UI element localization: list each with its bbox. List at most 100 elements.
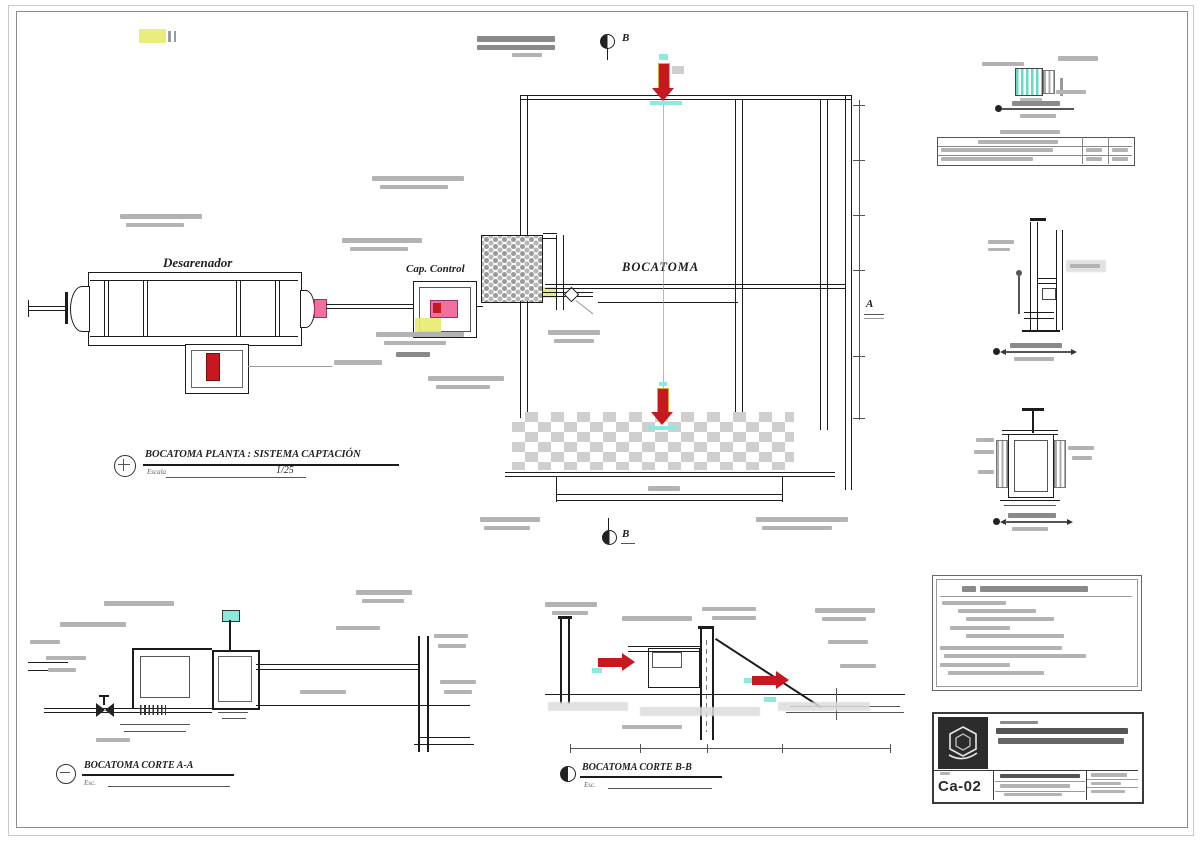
- section-title: BOCATOMA CORTE B-B: [582, 762, 692, 773]
- control-valve-body: [433, 303, 441, 313]
- dimension-tick: [570, 744, 571, 753]
- baffle-line: [236, 281, 237, 336]
- chamber-inner: [218, 656, 252, 702]
- baffle-line: [108, 281, 109, 336]
- table-cell-bar: [1112, 148, 1128, 152]
- annotation-bar: [978, 470, 994, 474]
- fitting-line: [1038, 283, 1057, 284]
- wall-line: [845, 95, 846, 490]
- flow-arrow-right-icon: [776, 671, 789, 689]
- annotation-bar: [384, 341, 446, 345]
- company-logo: [938, 717, 988, 769]
- dimension-tick: [640, 744, 641, 753]
- valve-stem: [103, 697, 105, 705]
- annotation-bar: [362, 599, 404, 603]
- annotation-bar: [1020, 114, 1056, 118]
- annotation-bar: [828, 640, 868, 644]
- titleblock-divider: [1086, 770, 1087, 800]
- desarenador-tank: [88, 272, 302, 346]
- water-level-mark: [764, 697, 776, 702]
- wall-line: [560, 618, 562, 704]
- structure-line: [28, 662, 68, 663]
- dimension-tick: [782, 744, 783, 753]
- annotation-bar: [438, 644, 466, 648]
- highlight-mark: [415, 318, 441, 333]
- annotation-bar: [30, 640, 60, 644]
- dimension-tick: [853, 418, 865, 419]
- detail-title-line: [1002, 108, 1074, 110]
- ground-shade: [778, 702, 870, 711]
- annotation-bar: [988, 240, 1014, 244]
- wall-cap: [558, 616, 572, 619]
- notes-title-bar: [962, 586, 976, 592]
- channel-line: [256, 664, 418, 665]
- pipe-line: [44, 712, 212, 713]
- scale-line: [108, 786, 230, 787]
- annotation-bar: [48, 668, 76, 672]
- view-marker-icon: [56, 764, 76, 784]
- channel-line: [256, 705, 470, 706]
- note-line-bar: [944, 654, 1086, 658]
- annotation-bar: [702, 607, 756, 611]
- flow-arrow-down-icon: [651, 412, 673, 425]
- baffle-line: [104, 281, 105, 336]
- structure-line: [520, 95, 851, 96]
- structure-line: [543, 233, 557, 234]
- dimension-tick: [853, 160, 865, 161]
- baffle-line: [240, 281, 241, 336]
- annotation-block: [672, 66, 684, 74]
- section-letter-underline: [864, 318, 884, 319]
- sheet-inner-border: [16, 11, 1188, 828]
- outlet-pipe-line: [326, 308, 416, 309]
- view-marker-icon: [560, 766, 576, 782]
- base-line: [414, 744, 474, 745]
- annotation-bar: [548, 330, 600, 335]
- structure-line: [1024, 318, 1054, 319]
- baffle-line: [143, 281, 144, 336]
- leader-dot: [995, 105, 1002, 112]
- annotation-bar: [440, 680, 476, 684]
- annotation-bar: [396, 352, 430, 357]
- titleblock-text-bar: [940, 772, 950, 775]
- inlet-pipe-line: [28, 310, 66, 311]
- section-title: BOCATOMA CORTE A-A: [84, 760, 194, 771]
- table-cell-bar: [1086, 148, 1102, 152]
- title-underline: [143, 464, 399, 466]
- wall-hatch: [1054, 440, 1066, 488]
- annotation-bar: [512, 53, 542, 57]
- section-letter: B: [622, 528, 630, 540]
- dim-arrow-right-icon: [1071, 349, 1077, 355]
- channel-line: [256, 669, 418, 670]
- annotation-bar: [300, 690, 346, 694]
- section-letter: B: [622, 32, 630, 44]
- annotation-bar: [756, 517, 848, 522]
- baffle-line: [279, 281, 280, 336]
- titleblock-text-bar: [1091, 790, 1125, 793]
- note-line-bar: [942, 601, 1006, 605]
- structure-line: [132, 648, 134, 708]
- note-line-bar: [950, 626, 1010, 630]
- structure-line: [1002, 430, 1058, 431]
- annotation-bar: [815, 608, 875, 613]
- titleblock-text-bar: [1000, 721, 1038, 724]
- titleblock-row-line: [995, 791, 1085, 792]
- structure-line: [628, 646, 700, 647]
- valve-cap: [222, 610, 240, 622]
- water-level-mark: [659, 54, 668, 60]
- wall-line: [520, 301, 521, 418]
- dimension-tick: [707, 744, 708, 753]
- table-cell-bar: [941, 148, 1053, 152]
- baffle-line: [147, 281, 148, 336]
- pin-head: [1016, 270, 1022, 276]
- pipe-line: [1062, 230, 1063, 330]
- purge-valve: [206, 353, 220, 381]
- note-line-bar: [940, 663, 1010, 667]
- annotation-bar: [1012, 527, 1048, 531]
- structure-line: [1030, 218, 1046, 221]
- titleblock-text-bar: [1091, 773, 1127, 777]
- wall-hatch: [996, 440, 1008, 488]
- annotation-bar: [1014, 357, 1054, 361]
- annotation-bar: [126, 223, 184, 227]
- structure-line: [782, 476, 783, 502]
